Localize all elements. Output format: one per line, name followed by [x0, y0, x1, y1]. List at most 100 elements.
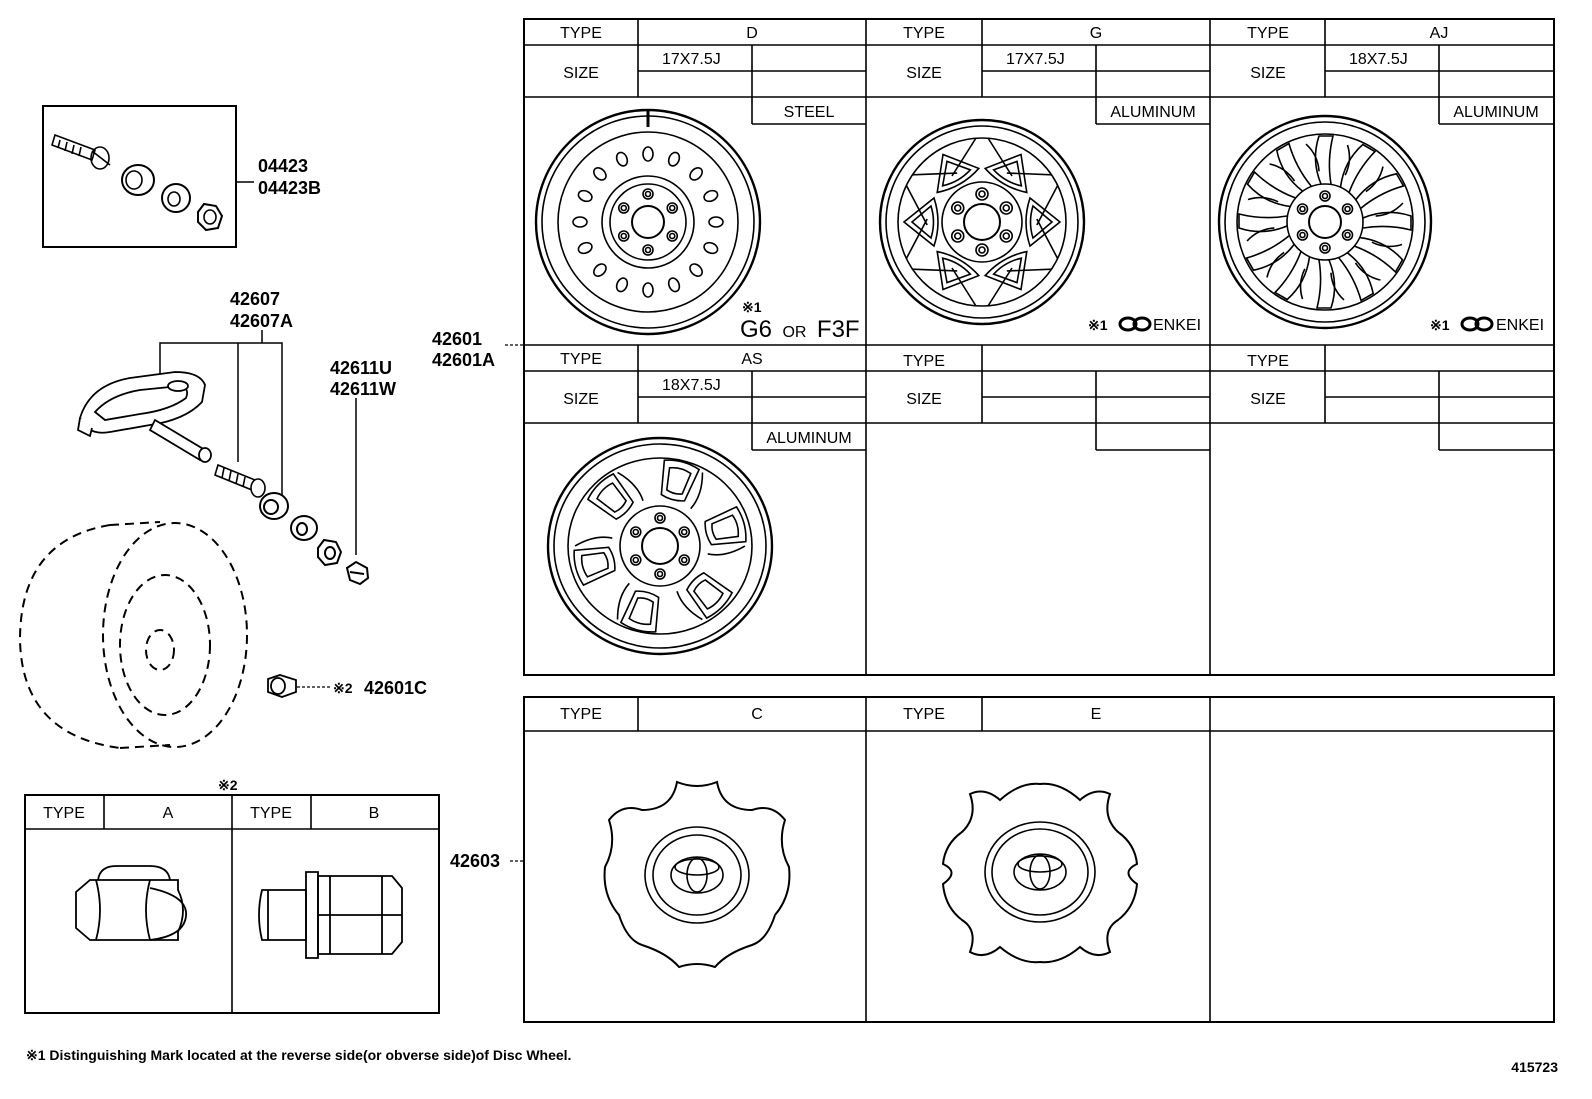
spoke-window-icon: [619, 590, 660, 633]
vent-hole-icon: [708, 216, 724, 228]
vent-hole-icon: [667, 277, 681, 293]
vent-hole-icon: [593, 263, 607, 277]
valve-kit-group: [42, 105, 254, 248]
spoke-window-icon: [1330, 272, 1345, 301]
wheel-aj-type-label: TYPE: [1247, 25, 1289, 42]
vent-hole-icon: [572, 216, 588, 228]
alloy-wheel-as-icon: [546, 436, 774, 656]
sensor-valve-core-icon: [214, 463, 266, 498]
wheel-g-mark: ※1: [1088, 317, 1108, 333]
spoke-window-inner-icon: [941, 257, 972, 284]
vent-hole-icon: [577, 189, 593, 203]
wheel-d-mark-or: OR: [782, 324, 806, 341]
spoke-icon: [1315, 259, 1336, 309]
wheel-part-number-1: 42601: [432, 329, 482, 349]
lug-hole-inner-icon: [1299, 231, 1306, 239]
cap-e-type: E: [1091, 706, 1102, 723]
cap-c-type: C: [751, 706, 763, 723]
spoke-line-icon: [707, 545, 746, 556]
wheel-g-size: 17X7.5J: [1006, 51, 1065, 68]
spoke-line-icon: [1036, 184, 1059, 226]
lug-hole-icon: [1341, 203, 1354, 215]
sensor-grommet-icon: [259, 492, 289, 520]
lug-hole-inner-icon: [620, 204, 628, 212]
spoke-window-inner-icon: [665, 466, 692, 495]
lug-hole-icon: [678, 526, 691, 538]
cap-c-type-label: TYPE: [560, 706, 602, 723]
spoke-line-icon: [1006, 268, 1052, 272]
spoke-window-inner-icon: [711, 514, 740, 541]
lug-hole-inner-icon: [1002, 232, 1011, 240]
steel-wheel-d-icon: [534, 108, 762, 336]
wheel-table-grid: [523, 18, 1555, 676]
wheel-empty2-type-label: TYPE: [1247, 353, 1289, 370]
lug-hole-inner-icon: [1002, 204, 1011, 212]
lug-hole-icon: [999, 201, 1014, 215]
spoke-line-icon: [617, 471, 644, 502]
spoke-icon: [1275, 142, 1312, 192]
spoke-line-icon: [905, 184, 928, 226]
vent-hole-icon: [577, 241, 593, 255]
wheel-d-mark: ※1: [742, 299, 762, 315]
spoke-window-icon: [1344, 144, 1351, 176]
lug-hole-inner-icon: [680, 556, 688, 564]
spoke-icon: [1355, 172, 1405, 209]
vent-hole-icon: [642, 146, 654, 162]
spoke-window-icon: [1247, 196, 1279, 203]
wheel-d-mark-text: G6 OR F3F: [740, 316, 860, 343]
wheel-empty1-type-label: TYPE: [903, 353, 945, 370]
sensor-part-number-2: 42607A: [230, 311, 293, 331]
spoke-window-icon: [1371, 241, 1403, 248]
spoke-window-icon: [1305, 143, 1320, 172]
figure-number: 415723: [1511, 1059, 1558, 1075]
lug-hole-icon: [629, 554, 642, 566]
wheel-d-type: D: [746, 25, 758, 42]
spoke-line-icon: [574, 536, 613, 547]
spoke-line-icon: [951, 267, 977, 307]
wheel-part-number-2: 42601A: [432, 350, 495, 370]
acorn-nut-a-icon: [75, 865, 187, 941]
lug-hole-icon: [642, 244, 654, 256]
spoke-window-icon: [1025, 196, 1062, 248]
spoke-line-icon: [987, 137, 1013, 177]
lug-hole-inner-icon: [656, 570, 664, 578]
vent-hole-icon: [667, 151, 681, 167]
spoke-line-icon: [690, 472, 704, 510]
lug-hole-inner-icon: [978, 190, 986, 198]
lug-hole-inner-icon: [953, 204, 962, 212]
lug-hole-icon: [678, 554, 691, 566]
lug-hole-icon: [975, 187, 989, 201]
spoke-window-icon: [936, 250, 981, 291]
nut-a-type-label: TYPE: [43, 805, 85, 822]
lug-hole-icon: [1341, 229, 1354, 241]
cap-table-grid: [523, 696, 1555, 1023]
lug-hole-icon: [617, 202, 630, 214]
spoke-icon: [1245, 235, 1295, 272]
wheel-g-type: G: [1090, 25, 1102, 42]
spoke-icon: [1273, 251, 1311, 301]
tpms-sensor-icon: [77, 371, 212, 463]
valve-grommet-icon: [121, 164, 155, 196]
lug-hole-inner-icon: [1344, 231, 1351, 239]
wheel-aj-size-label: SIZE: [1250, 65, 1286, 82]
lug-hole-inner-icon: [953, 232, 962, 240]
lug-hole-icon: [999, 229, 1014, 243]
nut-table-mark: ※2: [218, 777, 238, 793]
nut-table-grid: [24, 794, 440, 1014]
nut-b-type: B: [369, 805, 380, 822]
sensor-cap-part-number-2: 42611W: [330, 379, 396, 399]
vent-hole-icon: [703, 241, 719, 255]
wheel-d-mark-g6: G6: [740, 316, 772, 343]
flange-nut-b-icon: [258, 871, 403, 959]
spoke-window-icon: [936, 153, 981, 194]
spoke-window-icon: [983, 153, 1028, 194]
spoke-window-icon: [685, 571, 734, 620]
wheel-d-mark-f3f: F3F: [817, 316, 860, 343]
spoke-window-icon: [704, 505, 747, 546]
lug-hole-icon: [1296, 203, 1309, 215]
lug-hole-inner-icon: [656, 514, 664, 522]
spoke-window-icon: [1246, 227, 1275, 242]
lug-hole-inner-icon: [632, 556, 640, 564]
wheel-d-size-label: SIZE: [563, 65, 599, 82]
spoke-icon: [1314, 135, 1335, 185]
